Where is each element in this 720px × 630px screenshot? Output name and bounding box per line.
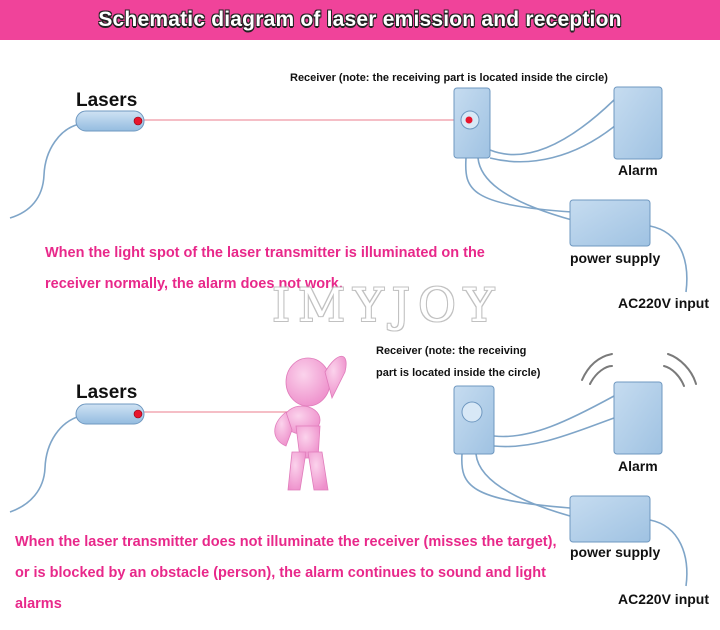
top-alarm-box — [613, 86, 663, 160]
bottom-caption: When the laser transmitter does not illu… — [15, 527, 556, 620]
bottom-laser-emitter — [75, 403, 145, 425]
top-receiver — [453, 87, 491, 159]
bottom-caption-line: or is blocked by an obstacle (person), t… — [15, 565, 546, 581]
top-wire-receiver-alarm-2 — [489, 124, 617, 163]
top-caption-line: When the light spot of the laser transmi… — [45, 245, 485, 261]
top-caption: When the light spot of the laser transmi… — [45, 238, 485, 300]
title-banner: Schematic diagram of laser emission and … — [0, 0, 720, 40]
bottom-power-label: power supply — [570, 544, 661, 560]
top-alarm-label: Alarm — [618, 162, 658, 178]
bottom-caption-line: When the laser transmitter does not illu… — [15, 534, 557, 550]
bottom-laser-cable — [9, 415, 81, 513]
bottom-receiver-label: Receiver (note: the receiving part is lo… — [376, 340, 540, 384]
bottom-scene — [9, 353, 697, 587]
bottom-caption-line: alarms — [15, 596, 62, 612]
bottom-power-input-cable — [649, 519, 688, 587]
bottom-wire-receiver-alarm-1 — [493, 395, 615, 438]
bottom-receiver-label-line: Receiver (note: the receiving — [376, 345, 527, 357]
top-receiver-label: Receiver (note: the receiving part is lo… — [290, 72, 608, 84]
bottom-wire-receiver-alarm-2 — [493, 417, 615, 448]
top-caption-line: receiver normally, the alarm does not wo… — [45, 276, 343, 292]
bottom-power-supply-box — [569, 495, 651, 543]
bottom-wire-receiver-power-2 — [475, 453, 571, 517]
top-scene — [9, 86, 688, 293]
diagram-title: Schematic diagram of laser emission and … — [98, 8, 622, 31]
bottom-wire-receiver-power-1 — [460, 453, 571, 509]
top-wire-receiver-power-2 — [477, 157, 573, 221]
top-wire-receiver-alarm-1 — [489, 99, 615, 156]
top-laser-label: Lasers — [76, 90, 138, 111]
watermark: IMYJOY — [272, 278, 503, 332]
top-power-supply-box — [569, 199, 651, 247]
bottom-receiver-label-line: part is located inside the circle) — [376, 367, 541, 379]
top-power-label: power supply — [570, 250, 661, 266]
bottom-receiver — [453, 385, 495, 455]
alarm-sound-waves-icon — [581, 353, 697, 387]
bottom-alarm-label: Alarm — [618, 458, 658, 474]
top-wire-receiver-power-1 — [464, 157, 573, 213]
top-laser-cable — [9, 123, 81, 219]
top-power-input-cable — [649, 225, 688, 293]
bottom-input-label: AC220V input — [618, 591, 710, 607]
person-obstacle — [274, 355, 347, 491]
bottom-alarm-box — [613, 381, 663, 455]
top-input-label: AC220V input — [618, 295, 710, 311]
top-laser-emitter — [75, 110, 145, 132]
bottom-laser-label: Lasers — [76, 382, 138, 403]
